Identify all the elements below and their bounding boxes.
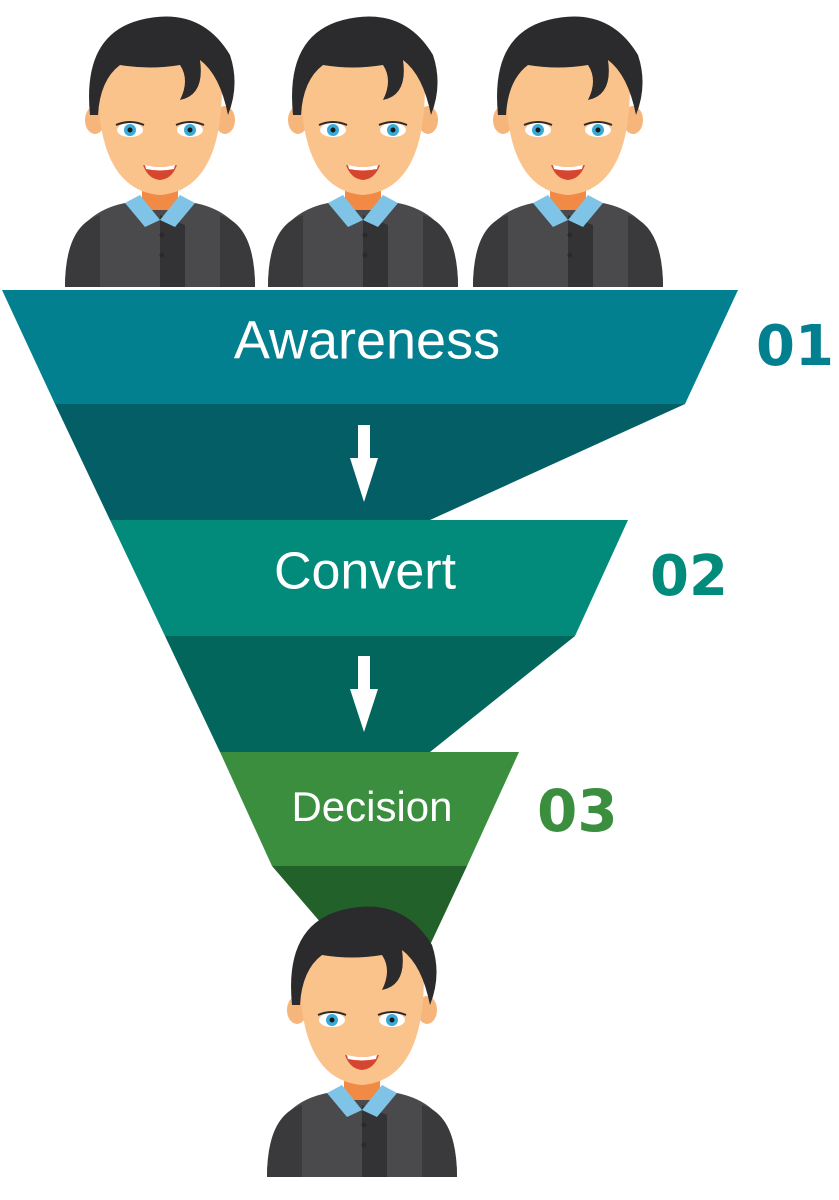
arrow-down-icon: [350, 425, 378, 502]
person-icon: [472, 15, 664, 289]
stage-label: Convert: [274, 543, 457, 601]
funnel-stage-awareness: Awareness: [2, 290, 738, 404]
stage-number: 01: [756, 314, 834, 379]
stage-number: 02: [650, 544, 728, 609]
person-icon: [267, 15, 459, 289]
funnel-connector: [272, 866, 467, 945]
stage-number: 03: [537, 777, 618, 845]
stage-label: Awareness: [234, 310, 500, 370]
person-icon: [64, 15, 256, 289]
arrow-down-icon: [350, 656, 378, 732]
funnel-stage-decision: Decision: [220, 752, 519, 866]
funnel-stage-convert: Convert: [110, 520, 628, 636]
person-icon: [266, 905, 458, 1178]
stage-label: Decision: [291, 783, 452, 830]
